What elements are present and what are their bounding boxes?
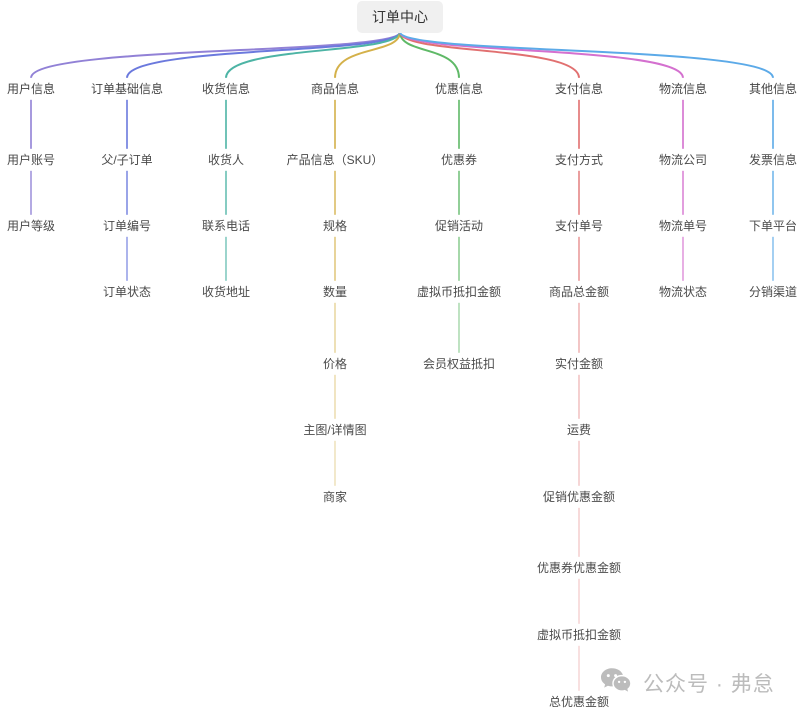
child-node[interactable]: 虚拟币抵扣金额 [410,280,508,304]
child-node[interactable]: 商家 [316,485,354,509]
branch-curve [399,31,460,79]
branch-curve [334,31,401,79]
branch-node[interactable]: 商品信息 [304,77,366,101]
child-node[interactable]: 物流公司 [652,148,714,172]
child-node[interactable]: 收货地址 [195,280,257,304]
branch-node[interactable]: 用户信息 [0,77,62,101]
child-node[interactable]: 主图/详情图 [297,418,373,442]
child-node[interactable]: 产品信息（SKU） [280,148,390,172]
child-node[interactable]: 支付方式 [548,148,610,172]
branch-curve [126,31,401,79]
child-node[interactable]: 促销活动 [428,214,490,238]
child-node[interactable]: 订单状态 [96,280,158,304]
child-node[interactable]: 运费 [560,418,598,442]
child-node[interactable]: 联系电话 [195,214,257,238]
child-node[interactable]: 分销渠道 [742,280,800,304]
branch-node[interactable]: 物流信息 [652,77,714,101]
child-node[interactable]: 数量 [316,280,354,304]
child-node[interactable]: 总优惠金额 [542,690,616,714]
child-node[interactable]: 订单编号 [96,214,158,238]
child-node[interactable]: 物流单号 [652,214,714,238]
branch-curve [30,31,401,79]
child-node[interactable]: 收货人 [201,148,251,172]
root-node[interactable]: 订单中心 [357,1,443,33]
branch-curve [399,31,580,79]
child-node[interactable]: 实付金额 [548,352,610,376]
child-node[interactable]: 父/子订单 [95,148,159,172]
branch-node[interactable]: 其他信息 [742,77,800,101]
child-node[interactable]: 优惠券 [434,148,484,172]
child-node[interactable]: 会员权益抵扣 [416,352,502,376]
branch-node[interactable]: 优惠信息 [428,77,490,101]
branch-node[interactable]: 订单基础信息 [84,77,170,101]
branch-curve [225,31,401,79]
child-node[interactable]: 优惠券优惠金额 [530,556,628,580]
branch-curve [399,31,774,79]
child-node[interactable]: 规格 [316,214,354,238]
branch-node[interactable]: 收货信息 [195,77,257,101]
child-node[interactable]: 下单平台 [742,214,800,238]
child-node[interactable]: 用户等级 [0,214,62,238]
child-node[interactable]: 发票信息 [742,148,800,172]
child-node[interactable]: 物流状态 [652,280,714,304]
child-node[interactable]: 支付单号 [548,214,610,238]
child-node[interactable]: 商品总金额 [542,280,616,304]
child-node[interactable]: 用户账号 [0,148,62,172]
child-node[interactable]: 价格 [316,352,354,376]
branch-node[interactable]: 支付信息 [548,77,610,101]
child-node[interactable]: 促销优惠金额 [536,485,622,509]
child-node[interactable]: 虚拟币抵扣金额 [530,623,628,647]
